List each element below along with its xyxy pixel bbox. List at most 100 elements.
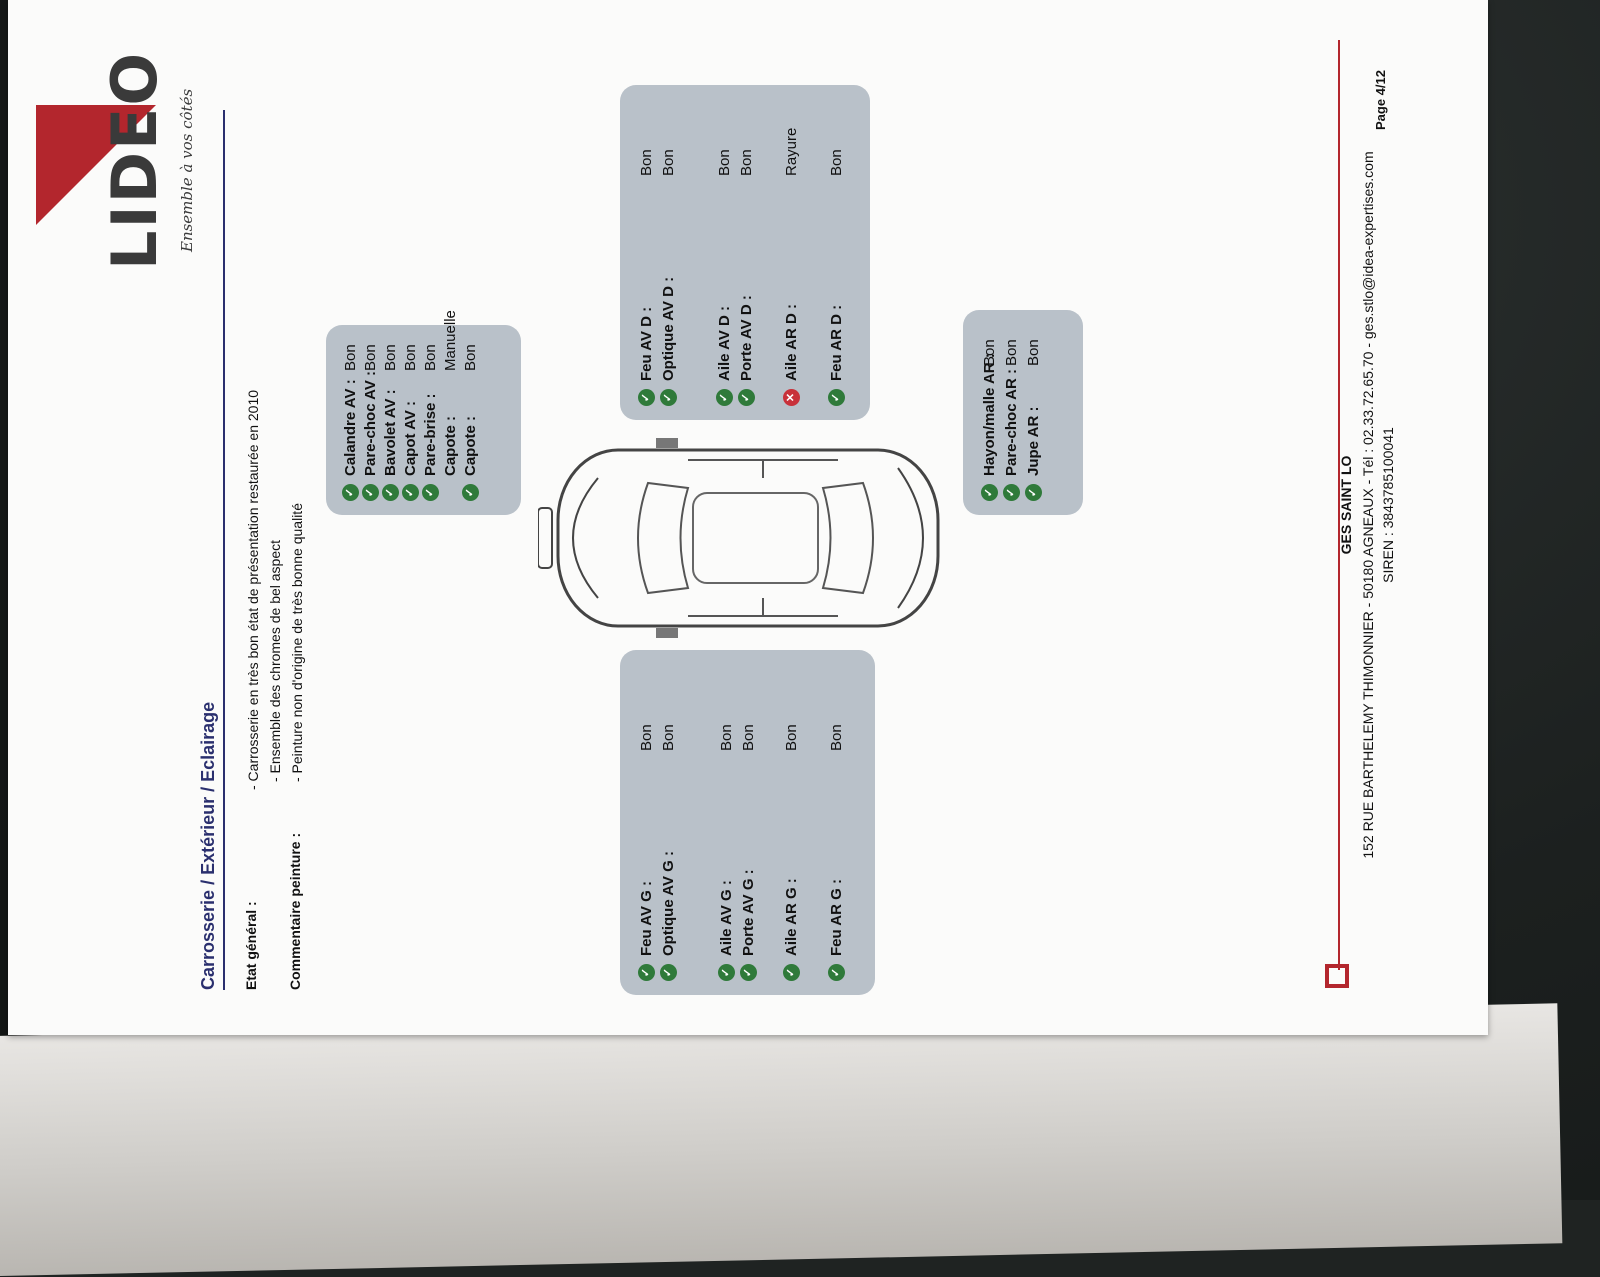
check-circle-icon: ✓ [1025, 484, 1042, 501]
panel-row-right: ✓ Porte AV D : Bon [738, 96, 755, 406]
row-value: Manuelle [442, 310, 459, 371]
section-title: Carrosserie / Extérieur / Eclairage [198, 110, 225, 990]
check-circle-icon: ✓ [981, 484, 998, 501]
row-label: Hayon/malle AR : [981, 353, 998, 476]
etat-general-value: - Carrosserie en très bon état de présen… [245, 389, 261, 790]
panel-row-left: ✓ Aile AV G : Bon [718, 671, 735, 981]
check-circle-icon: ✓ [660, 389, 677, 406]
row-label: Jupe AR : [1025, 406, 1042, 476]
row-value: Bon [1025, 339, 1042, 366]
panel-row-front: ✓Capot AV :Bon [402, 291, 419, 501]
report-page: LIDEO Ensemble à vos côtés Carrosserie /… [8, 0, 1488, 1035]
panel-row-right: ✕ Aile AR D : Rayure [783, 96, 800, 406]
check-circle-icon: ✓ [638, 389, 655, 406]
row-label: Pare-choc AV : [362, 370, 379, 476]
chromes-value: - Ensemble des chromes de bel aspect [267, 539, 283, 782]
etat-general-label: Etat général : [243, 901, 259, 990]
row-label: Pare-brise : [422, 393, 439, 476]
row-label: Aile AV D : [716, 305, 733, 381]
panel-row-right: ✓ Aile AV D : Bon [716, 96, 733, 406]
commentaire-peinture-label: Commentaire peinture : [287, 832, 303, 990]
row-value: Bon [718, 724, 735, 751]
row-value: Bon [660, 149, 677, 176]
check-circle-icon: ✓ [462, 484, 479, 501]
row-label: Aile AV G : [718, 880, 735, 956]
check-circle-icon: ✓ [660, 964, 677, 981]
check-circle-icon: ✓ [740, 964, 757, 981]
panel-row-front: ✓ Pare-brise : Bon [422, 291, 439, 501]
row-value: Bon [783, 724, 800, 751]
check-circle-icon: ✓ [362, 484, 379, 501]
row-value: Bon [828, 724, 845, 751]
footer-siren: SIREN : 384378510​0041 [1380, 427, 1396, 583]
row-value: Bon [738, 149, 755, 176]
panel-row-front: ✓ Pare-choc AV :Bon [362, 291, 379, 501]
row-label: Feu AR G : [828, 879, 845, 956]
row-value: Rayure [783, 127, 800, 176]
row-label: Calandre AV : [342, 379, 359, 476]
row-value: Bon [382, 344, 399, 371]
check-circle-icon: ✓ [1003, 484, 1020, 501]
check-circle-icon: ✓ [422, 484, 439, 501]
panel-row-right: ✓ Optique AV D : Bon [660, 96, 677, 406]
panel-row-rear: ✓ Hayon/malle AR :Bon [981, 286, 998, 501]
logo-text: LIDEO [98, 50, 171, 270]
check-circle-icon: ✓ [716, 389, 733, 406]
peinture-value: - Peinture non d'origine de très bonne q… [289, 503, 305, 782]
panel-row-left: ✓Optique AV G :Bon [660, 671, 677, 981]
page-number: Page 4/12 [1373, 70, 1388, 130]
row-value: Bon [660, 724, 677, 751]
row-label: Aile AR D : [783, 304, 800, 381]
panel-row-front: ✓ Capote : Bon [462, 291, 479, 501]
check-circle-icon: ✓ [828, 964, 845, 981]
panel-right: ✓ Feu AV D : Bon ✓ Optique AV D : Bon ✓ Aile AV… [620, 85, 870, 420]
row-label: Feu AV D : [638, 306, 655, 381]
panel-row-front: Capote : Manuelle [442, 291, 459, 501]
row-value: Bon [462, 344, 479, 371]
row-value: Bon [716, 149, 733, 176]
panel-row-left: ✓ Feu AV G : Bon [638, 671, 655, 981]
check-circle-icon: ✓ [783, 964, 800, 981]
panel-row-right: ✓ Feu AV D : Bon [638, 96, 655, 406]
panel-row-front: ✓ Bavolet AV : Bon [382, 291, 399, 501]
car-diagram [538, 438, 940, 638]
row-label: Feu AV G : [638, 881, 655, 956]
panel-front: ✓Calandre AV :Bon✓Pare-choc AV :Bon✓Bavo… [326, 310, 521, 515]
check-circle-icon: ✓ [342, 484, 359, 501]
check-circle-icon: ✓ [828, 389, 845, 406]
panel-row-left: ✓ Feu AR G : Bon [828, 671, 845, 981]
row-value: Bon [362, 344, 379, 371]
row-label: Porte AV D : [738, 295, 755, 381]
footer-company: GES SAINT LO [1338, 455, 1354, 555]
row-label: Capote : [442, 416, 459, 476]
row-label: Aile AR G : [783, 878, 800, 956]
check-circle-icon: ✓ [718, 964, 735, 981]
row-label: Feu AR D : [828, 304, 845, 381]
check-circle-icon: ✓ [382, 484, 399, 501]
row-value: Bon [981, 339, 998, 366]
footer-address: 152 RUE BARTHELEMY THIMONNIER - 50180 AG… [1360, 151, 1376, 859]
logo-tagline: Ensemble à vos côtés [178, 88, 196, 252]
row-label: Capot AV : [402, 401, 419, 476]
check-circle-icon: ✓ [402, 484, 419, 501]
row-label: Porte AV G : [740, 869, 757, 956]
panel-row-left: ✓ Aile AR G : Bon [783, 671, 800, 981]
row-label: Capote : [462, 416, 479, 476]
panel-left: ✓Feu AV G :Bon✓Optique AV G :Bon✓Aile AV… [620, 650, 875, 995]
row-value: Bon [638, 724, 655, 751]
panel-row-rear: ✓Pare-choc AR :Bon [1003, 286, 1020, 501]
check-circle-icon: ✓ [638, 964, 655, 981]
row-value: Bon [342, 344, 359, 371]
row-value: Bon [828, 149, 845, 176]
check-circle-icon: ✓ [738, 389, 755, 406]
panel-row-left: ✓Porte AV G :Bon [740, 671, 757, 981]
footer-logo-icon [1323, 962, 1351, 990]
row-value: Bon [638, 149, 655, 176]
row-value: Bon [1003, 339, 1020, 366]
x-circle-icon: ✕ [783, 389, 800, 406]
panel-row-front: ✓ Calandre AV : Bon [342, 291, 359, 501]
row-label: Bavolet AV : [382, 389, 399, 476]
row-label: Optique AV D : [660, 276, 677, 381]
panel-row-rear: ✓ Jupe AR : Bon [1025, 286, 1042, 501]
row-value: Bon [422, 344, 439, 371]
